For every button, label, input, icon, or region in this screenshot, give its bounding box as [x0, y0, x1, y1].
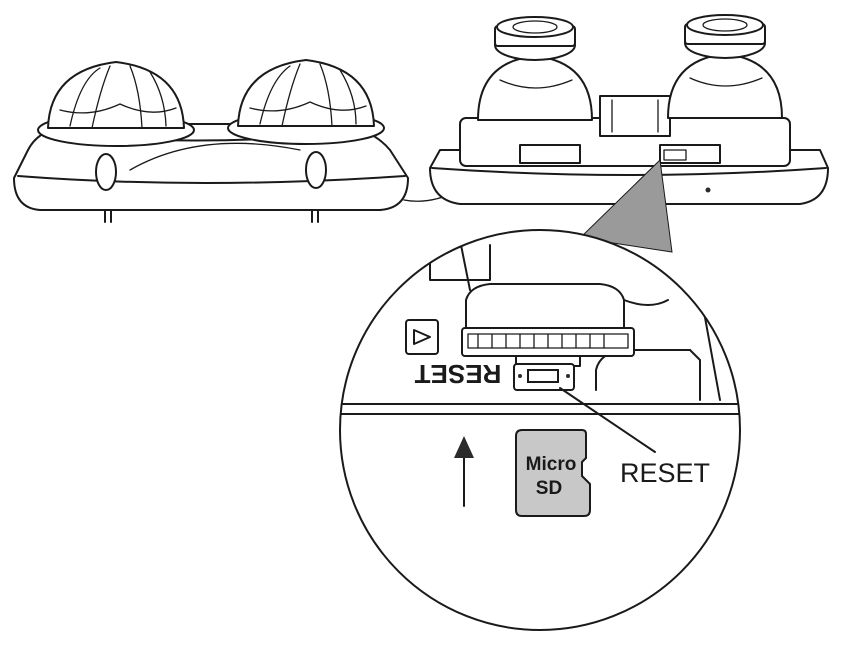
camera-right-open [429, 14, 829, 205]
reset-button [513, 363, 575, 391]
lens-module-left [477, 16, 593, 121]
insertion-direction-arrow [454, 436, 474, 507]
lens-module-right [667, 14, 783, 119]
sd-slot-location-marker [663, 149, 687, 161]
micro-sd-card: Micro SD [515, 429, 591, 517]
card-direction-icon [405, 319, 439, 355]
reset-callout-line [559, 387, 656, 453]
dome-cover-left [37, 61, 195, 147]
micro-sd-card-slot [461, 327, 635, 367]
magnified-detail-circle: RESET Micro SD [339, 229, 741, 631]
zoom-cone [578, 158, 673, 253]
engraved-reset-label: RESET [415, 359, 502, 389]
micro-sd-label-line1: Micro [526, 454, 577, 475]
reset-callout-label: RESET [620, 458, 710, 488]
dome-cover-right [227, 59, 385, 145]
camera-left-assembled [13, 59, 409, 223]
micro-sd-label-line2: SD [536, 478, 562, 499]
